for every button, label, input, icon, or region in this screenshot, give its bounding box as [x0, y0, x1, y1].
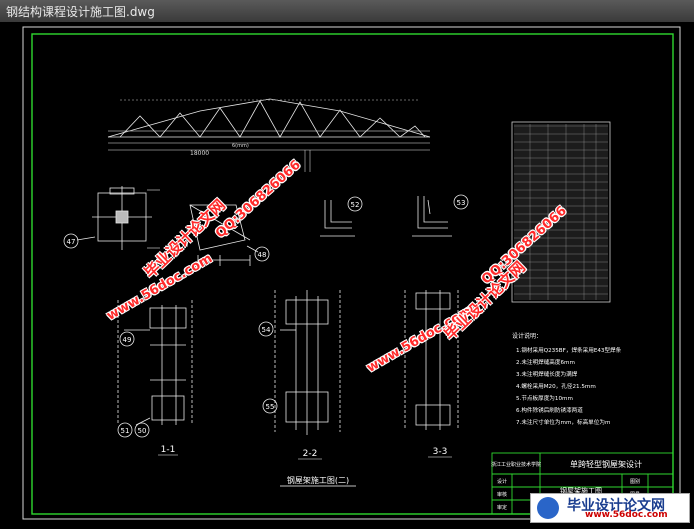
logo-text: 毕业设计论文网: [567, 498, 665, 514]
truss-elevation: [107, 98, 431, 151]
section-label-2-2: 2-2: [303, 449, 318, 459]
section-2-2: [274, 290, 341, 435]
callout-47: 47: [67, 238, 76, 246]
span-dimension: 18000: [190, 150, 209, 157]
angle-section-53: [412, 196, 452, 237]
span-note: 6(mm): [232, 143, 249, 149]
logo-url: www.56doc.com: [585, 510, 668, 520]
note-1: 1.钢材采用Q235BF，焊条采用E43型焊条: [516, 346, 622, 354]
inner-frame: [31, 33, 674, 515]
node-detail: [76, 186, 160, 250]
cad-canvas[interactable]: 6(mm) 18000: [0, 22, 694, 525]
site-logo: 毕业设计论文网 www.56doc.com: [530, 493, 690, 523]
callout-53: 53: [457, 199, 466, 207]
callout-51: 51: [121, 427, 130, 435]
school-name: 浙江工业职业技术学院: [491, 461, 541, 468]
role-approve: 审定: [497, 504, 507, 511]
cell-drawing-type: 图别: [630, 478, 640, 485]
angle-section-52: [320, 200, 355, 237]
note-5: 5.节点板厚度为10mm: [516, 394, 573, 402]
section-label-3-3: 3-3: [433, 447, 448, 457]
notes-heading: 设计说明：: [512, 332, 542, 340]
note-7: 7.未注尺寸单位为mm，标高单位为m: [516, 418, 610, 426]
material-table: [511, 121, 611, 303]
section-3-3: [404, 290, 459, 430]
section-label-1-1: 1-1: [161, 445, 176, 455]
window-title: 钢结构课程设计施工图.dwg: [6, 5, 155, 19]
section-1-1: [117, 300, 193, 426]
outer-frame: [22, 26, 681, 520]
drawing-name: 钢屋架施工图: [560, 486, 602, 495]
note-6: 6.构件除锈后刷防锈漆两道: [516, 406, 583, 414]
callout-54: 54: [262, 326, 271, 334]
callout-55: 55: [266, 403, 275, 411]
sheet-title: 钢屋架施工图(二): [287, 475, 349, 485]
note-4: 4.螺栓采用M20，孔径21.5mm: [516, 382, 596, 390]
role-design: 设计: [497, 478, 507, 485]
callout-49: 49: [123, 336, 132, 344]
logo-emblem-icon: [537, 497, 559, 519]
callout-52: 52: [351, 201, 360, 209]
project-name: 单跨轻型钢屋架设计: [570, 459, 642, 469]
truss-side-annotation: [304, 150, 311, 172]
note-3: 3.未注明焊缝长度为满焊: [516, 370, 578, 378]
callout-48: 48: [258, 251, 267, 259]
callouts: [63, 194, 469, 438]
window-titlebar: 钢结构课程设计施工图.dwg: [0, 0, 694, 23]
role-review: 审核: [497, 491, 507, 498]
note-2: 2.未注明焊缝高度6mm: [516, 358, 575, 366]
gusset-detail: [189, 204, 259, 266]
callout-50: 50: [138, 427, 147, 435]
drawing-sheet: 6(mm) 18000: [22, 26, 681, 520]
